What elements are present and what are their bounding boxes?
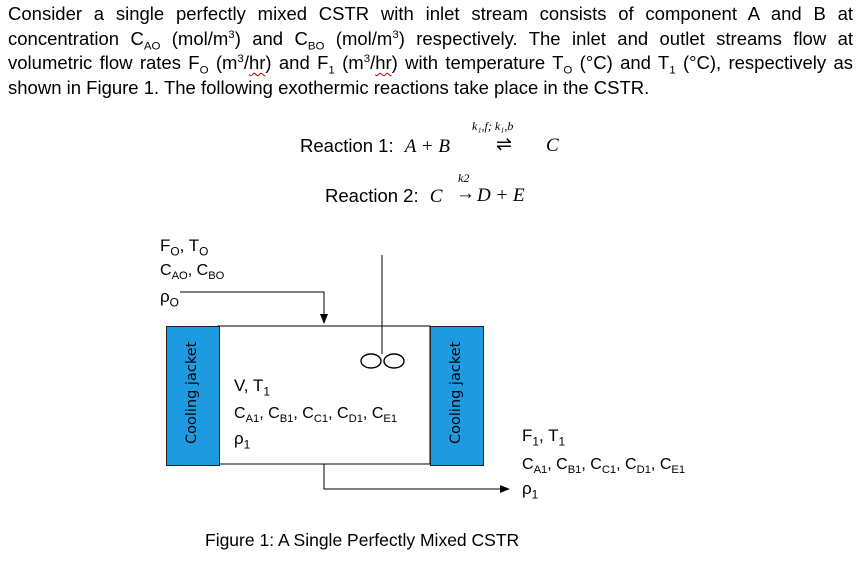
reaction-1-reactants: A + B [404, 136, 450, 157]
figure-caption: Figure 1: A Single Perfectly Mixed CSTR [205, 530, 520, 550]
outlet-flow-temperature: F1, T1 [522, 426, 566, 449]
cooling-jacket-left [166, 326, 220, 466]
reactor-concentrations: CA1, CB1, CC1, CD1, CE1 [234, 405, 398, 426]
reaction-1-arrow: ⇌ [496, 134, 512, 155]
reaction-1: Reaction 1: A + B ⇌ k₁,f; k₁,b C [300, 119, 559, 158]
cooling-jacket-left-label: Cooling jacket [184, 341, 200, 444]
reaction-2-products: D + E [477, 185, 525, 206]
reaction-2-reactant: C [429, 186, 443, 207]
outlet-stream-line [323, 464, 510, 493]
impeller-right-blade [383, 353, 405, 369]
inlet-stream-line [180, 291, 328, 324]
reactor-vessel [217, 325, 431, 465]
impeller-left-blade [360, 353, 382, 369]
problem-statement: Consider a single perfectly mixed CSTR w… [8, 3, 854, 98]
outlet-concentrations: CA1, CB1, CC1, CD1, CE1 [522, 456, 686, 477]
reactor-volume-temperature: V, T1 [234, 376, 270, 399]
cooling-jacket-right [430, 326, 484, 466]
reaction-1-product: C [546, 135, 559, 156]
cooling-jacket-right-label: Cooling jacket [448, 341, 464, 444]
reaction-1-rate-constants: k₁,f; k₁,b [472, 119, 514, 133]
reaction-2-arrow: → [456, 183, 475, 204]
inlet-flow-temperature: FO, TO [160, 236, 209, 259]
outlet-density: ρ1 [522, 479, 539, 502]
inlet-density: ρO [160, 287, 179, 310]
reaction-2: Reaction 2: C → k2 D + E [325, 171, 525, 208]
reaction-1-label: Reaction 1: [300, 135, 394, 156]
reaction-2-rate-constant: k2 [458, 171, 470, 185]
inlet-concentrations: CAO, CBO [160, 262, 225, 283]
reactor-density: ρ1 [234, 429, 251, 452]
reaction-2-label: Reaction 2: [325, 185, 419, 206]
